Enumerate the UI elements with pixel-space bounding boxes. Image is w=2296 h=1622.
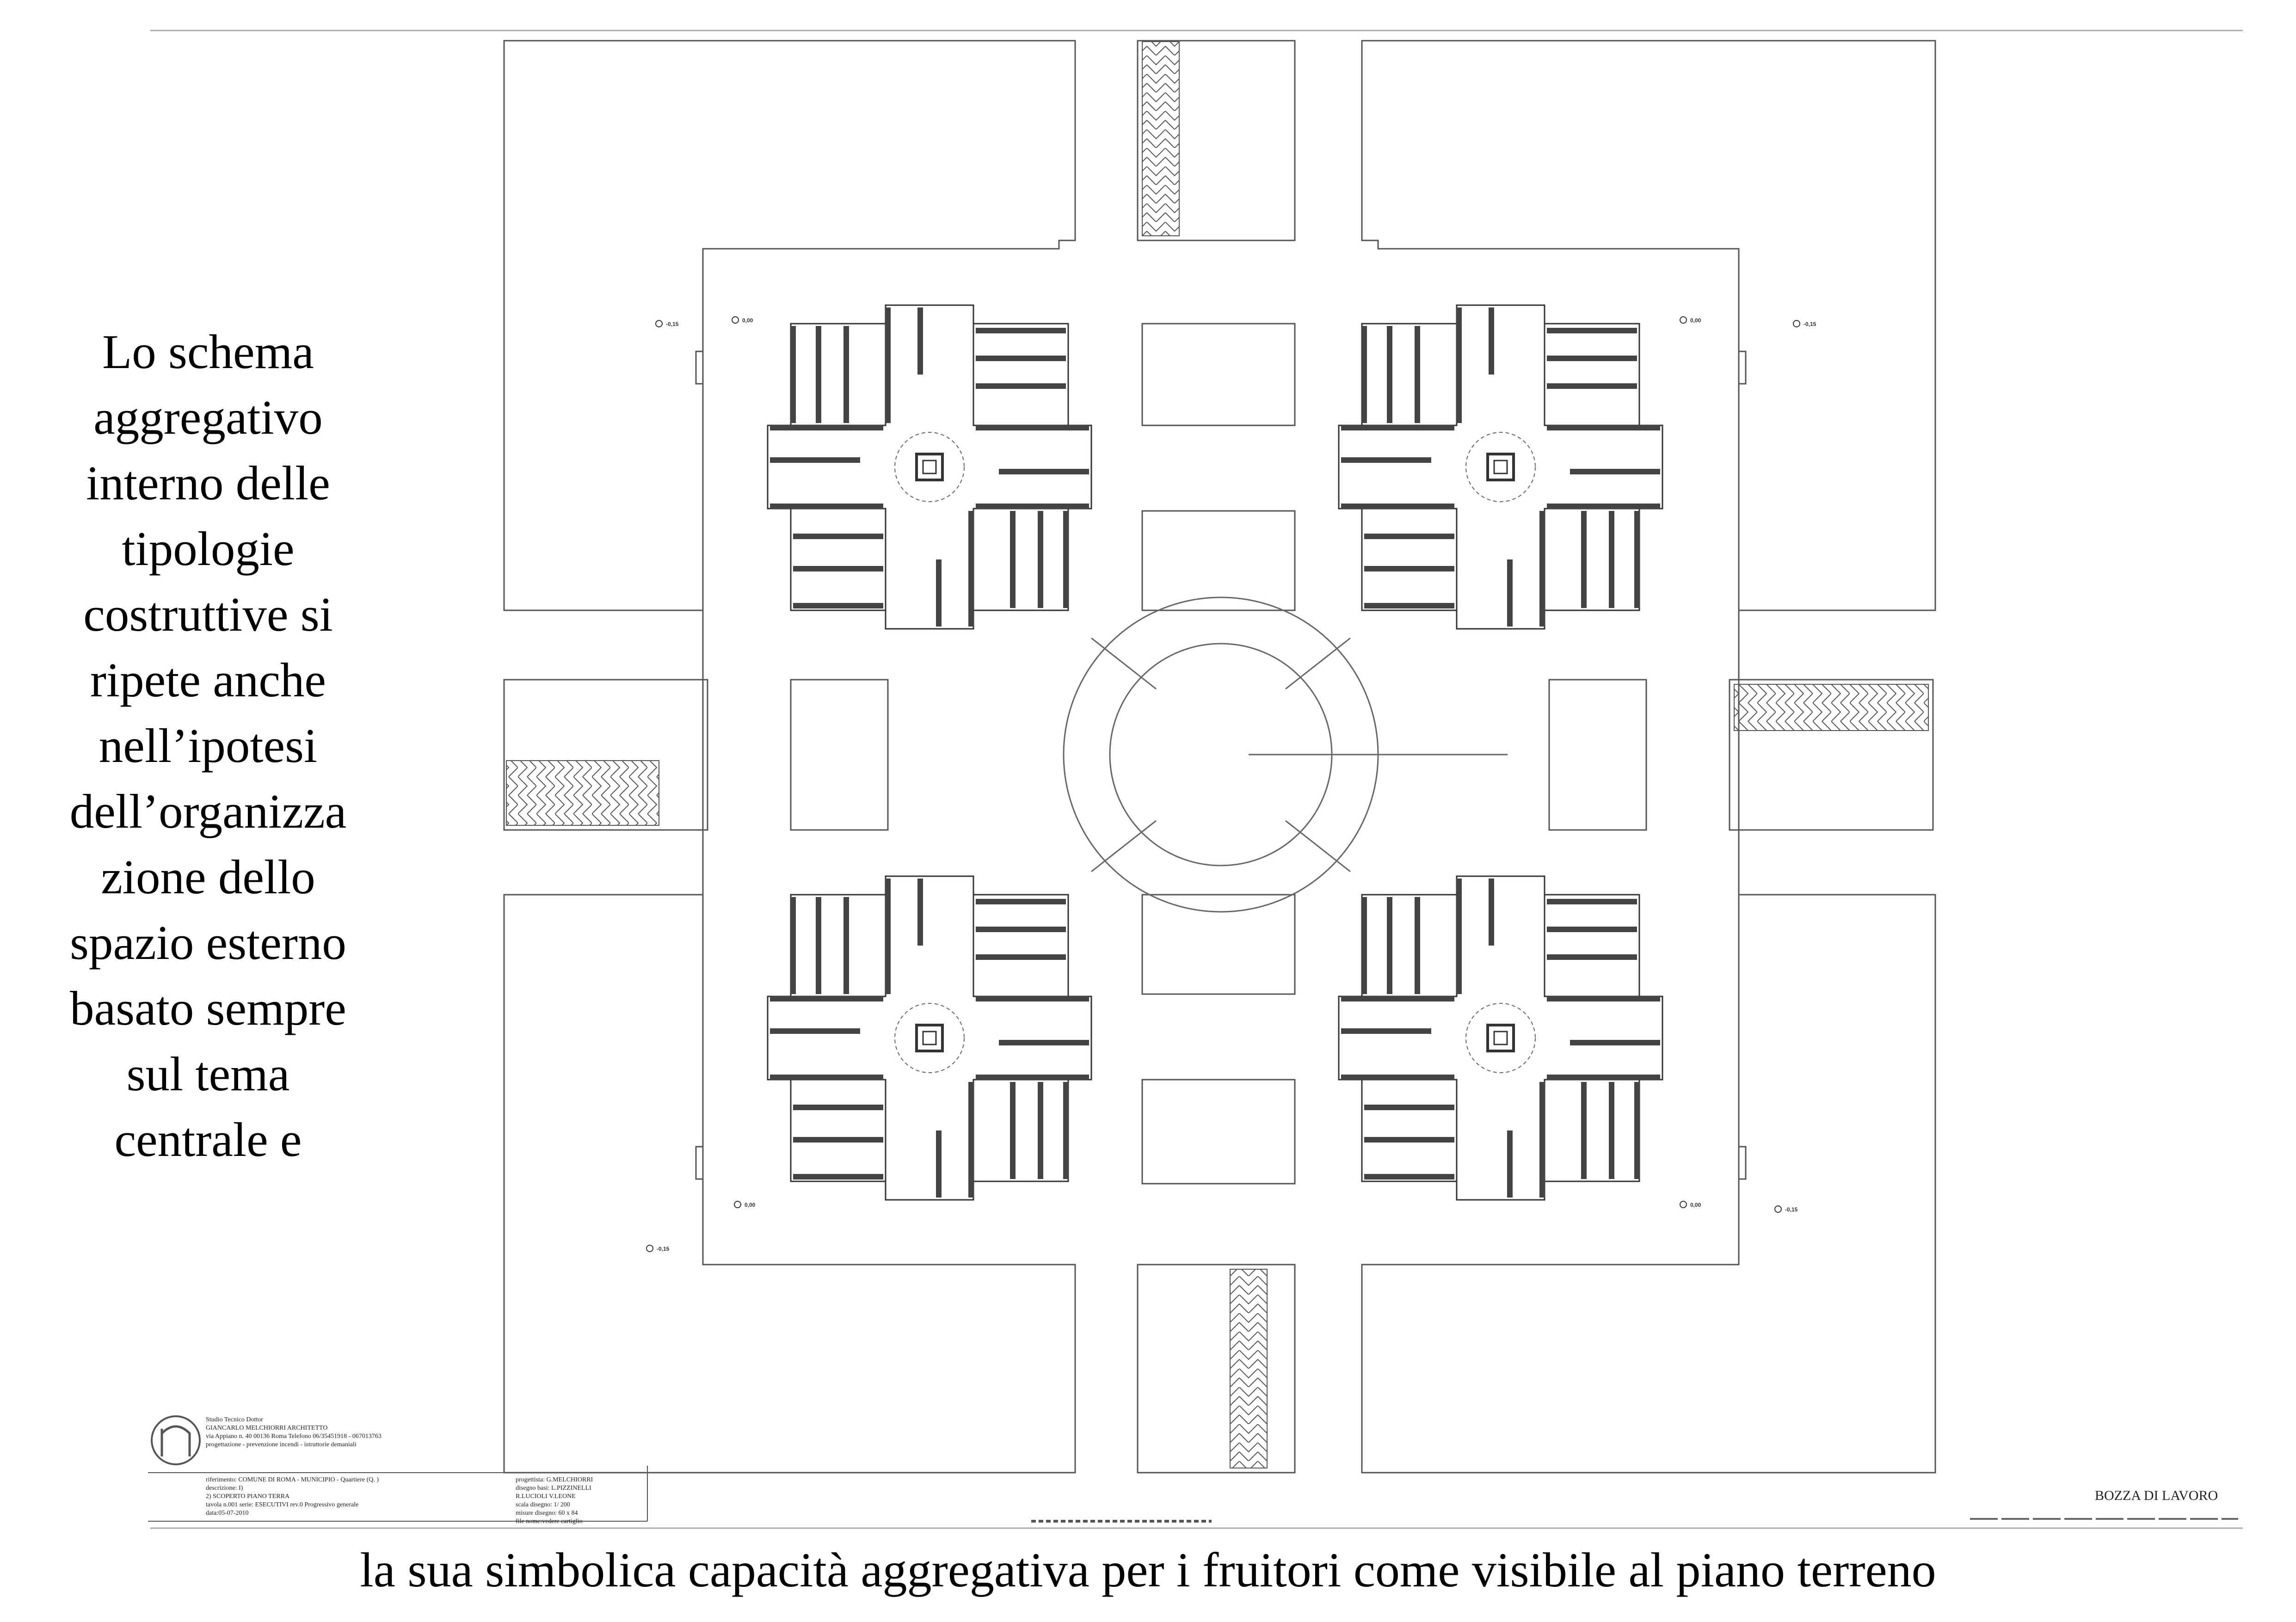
designer-line: scala disegno: 1/ 200 <box>516 1501 570 1508</box>
level-mark: 0,00 <box>742 317 753 324</box>
designer-line: disegno basi: L.PIZZINELLI <box>516 1485 591 1492</box>
reference-line: descrizione: I) <box>206 1485 243 1492</box>
reference-line: tavola n.001 serie: ESECUTIVI rev.0 Prog… <box>206 1501 359 1508</box>
reference-line: riferimento: COMUNE DI ROMA - MUNICIPIO … <box>206 1476 379 1483</box>
central-plaza <box>1063 596 1508 913</box>
studio-line: GIANCARLO MELCHIORRI ARCHITETTO <box>206 1425 328 1432</box>
title-block-reference: riferimento: COMUNE DI ROMA - MUNICIPIO … <box>206 1476 379 1518</box>
studio-logo-mark <box>151 1415 201 1465</box>
description-text: Lo schema aggregativo interno delle tipo… <box>69 325 347 1167</box>
level-markers: -0,15 0,00 0,00 -0,15 0,00 -0,15 0,00 -0… <box>646 316 1816 1252</box>
designer-line: progettista: G.MELCHIORRI <box>516 1476 593 1483</box>
level-mark: -0,15 <box>657 1246 670 1252</box>
title-block <box>148 1415 2238 1523</box>
level-mark: -0,15 <box>1785 1206 1798 1213</box>
studio-line: Studio Tecnico Dottor <box>206 1416 263 1423</box>
level-mark: -0,15 <box>666 321 679 327</box>
designer-line: R.LUCIOLI V.LEONE <box>516 1493 576 1500</box>
level-mark: 0,00 <box>1690 1202 1701 1208</box>
title-block-designers: progettista: G.MELCHIORRI disegno basi: … <box>516 1476 593 1526</box>
studio-line: progettazione - prevenzione incendi - is… <box>206 1441 357 1448</box>
level-mark: 0,00 <box>1690 317 1701 324</box>
title-block-studio: Studio Tecnico Dottor GIANCARLO MELCHIOR… <box>206 1416 382 1449</box>
reference-line: 2) SCOPERTO PIANO TERRA <box>206 1493 290 1500</box>
designer-line: misure disegno: 60 x 84 <box>516 1510 578 1517</box>
reference-line: data:05-07-2010 <box>206 1510 249 1517</box>
studio-line: via Appiano n. 40 00136 Roma Telefono 06… <box>206 1433 382 1440</box>
draft-label: BOZZA DI LAVORO <box>2095 1488 2218 1503</box>
caption-text: la sua simbolica capacità aggregativa pe… <box>360 1543 1936 1597</box>
designer-line: file nome:vedere cartiglio <box>516 1518 583 1525</box>
level-mark: 0,00 <box>745 1202 756 1208</box>
level-mark: -0,15 <box>1804 321 1816 327</box>
